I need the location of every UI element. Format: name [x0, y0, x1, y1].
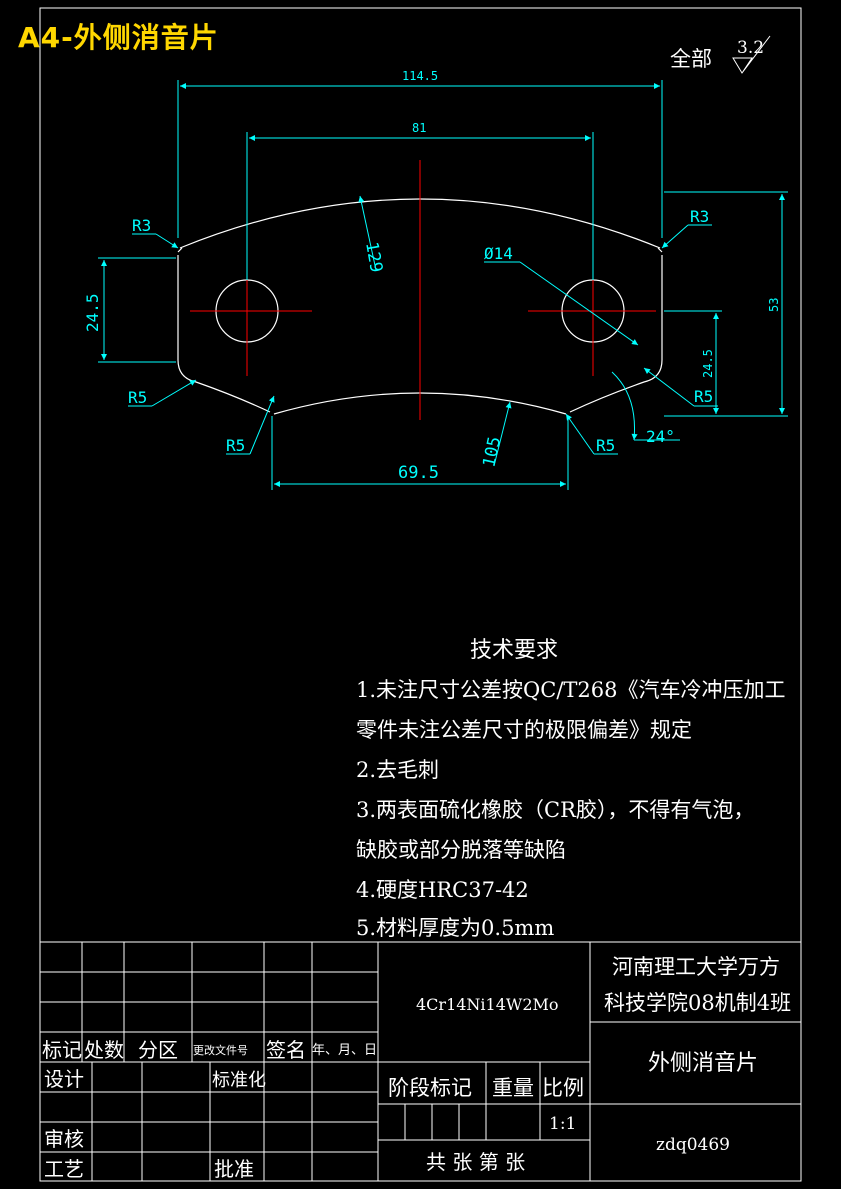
dim-corner-top-right: R3 — [690, 207, 709, 226]
dimension-lines — [98, 80, 788, 490]
roughness-symbol: 全部 3.2 — [670, 35, 771, 74]
tb-school-line2: 科技学院08机制4班 — [604, 991, 791, 1015]
tb-header-date: 年、月、日 — [312, 1043, 377, 1058]
dim-corner-bottom-inner-left: R5 — [226, 436, 245, 455]
tb-stage-mark: 阶段标记 — [388, 1076, 472, 1100]
tech-req-line: 2.去毛刺 — [356, 758, 439, 782]
tech-req-line: 3.两表面硫化橡胶（CR胶），不得有气泡， — [356, 798, 754, 822]
dim-bottom-arc-radius: 105 — [479, 435, 505, 469]
tb-header-count: 处数 — [84, 1038, 124, 1062]
tech-req-line: 1.未注尺寸公差按QC/T268《汽车冷冲压加工 — [356, 678, 785, 702]
tech-req-title: 技术要求 — [470, 638, 558, 663]
centerlines — [190, 160, 656, 420]
dim-hole-spacing: 81 — [412, 121, 426, 135]
dim-hole-diameter: Ø14 — [484, 244, 513, 263]
dimension-texts: 114.5 81 69.5 24.5 24.5 53 129 105 Ø14 R… — [83, 69, 781, 483]
tb-scale-label: 比例 — [542, 1076, 584, 1100]
roughness-value: 3.2 — [737, 38, 764, 58]
tb-process: 工艺 — [44, 1157, 84, 1181]
dim-bottom-width: 69.5 — [398, 463, 439, 483]
tb-review: 审核 — [44, 1127, 84, 1151]
tb-header-doc: 更改文件号 — [193, 1043, 248, 1057]
dim-corner-bottom-left: R5 — [128, 388, 147, 407]
tb-part-name: 外侧消音片 — [648, 1051, 758, 1076]
tb-standardize: 标准化 — [212, 1070, 266, 1091]
tb-approve: 批准 — [214, 1157, 254, 1181]
tb-drawing-no: zdq0469 — [656, 1135, 730, 1155]
tb-header-zone: 分区 — [138, 1038, 178, 1062]
title-block-texts: 标记 处数 分区 更改文件号 签名 年、月、日 设计 标准化 审核 工艺 批准 … — [42, 955, 791, 1181]
tb-header-mark: 标记 — [42, 1038, 82, 1062]
tb-design: 设计 — [44, 1067, 84, 1091]
tech-requirements: 技术要求 1.未注尺寸公差按QC/T268《汽车冷冲压加工 零件未注公差尺寸的极… — [356, 638, 785, 940]
dim-top-arc-radius: 129 — [361, 240, 386, 274]
roughness-label: 全部 — [670, 47, 712, 71]
tech-req-line: 零件未注公差尺寸的极限偏差》规定 — [356, 718, 692, 742]
tb-material: 4Cr14Ni14W2Mo — [416, 995, 559, 1014]
dim-corner-bottom-inner-right: R5 — [596, 436, 615, 455]
dim-right-height: 24.5 — [701, 349, 715, 378]
tech-req-line: 4.硬度HRC37-42 — [356, 878, 529, 902]
tb-sheets: 共 张 第 张 — [426, 1150, 525, 1174]
dim-corner-top-left: R3 — [132, 216, 151, 235]
dim-total-height: 53 — [767, 298, 781, 312]
tb-school-line1: 河南理工大学万方 — [612, 955, 780, 979]
sheet-title: A4-外侧消音片 — [18, 21, 219, 54]
dim-left-height: 24.5 — [83, 293, 102, 332]
dim-angle: 24° — [646, 427, 675, 446]
tb-weight: 重量 — [492, 1076, 534, 1100]
tb-header-sign: 签名 — [266, 1038, 306, 1062]
dim-overall-width: 114.5 — [402, 69, 438, 83]
tech-req-line: 5.材料厚度为0.5mm — [356, 916, 554, 940]
tb-scale-value: 1:1 — [549, 1114, 576, 1134]
tech-req-line: 缺胶或部分脱落等缺陷 — [356, 838, 566, 862]
dim-corner-bottom-right: R5 — [694, 387, 713, 406]
title-block-grid — [39, 941, 802, 1182]
